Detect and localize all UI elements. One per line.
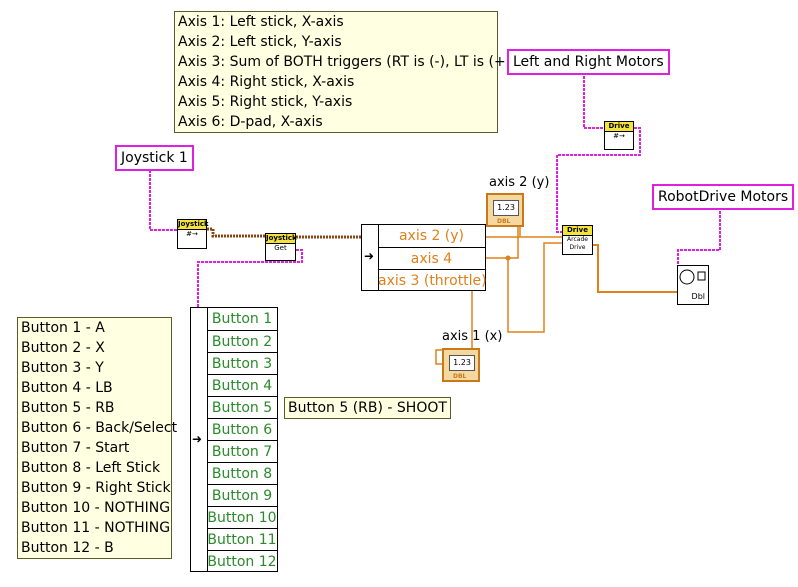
wire-joystick-to-get — [207, 227, 265, 238]
unbundle-item-axis2[interactable]: axis 2 (y) — [398, 228, 465, 244]
wire-robotdrive — [677, 207, 721, 265]
axis1-indicator-label: axis 1 (x) — [442, 329, 503, 344]
button-note-line: Button 1 - A — [21, 320, 105, 336]
unbundle-item-throttle[interactable]: axis 3 (throttle) — [378, 269, 487, 292]
button-item[interactable]: Button 9 — [207, 484, 277, 507]
axis1-indicator[interactable]: 1.23 DBL — [442, 348, 480, 382]
button-item[interactable]: Button 3 — [207, 352, 277, 375]
robotdrive-icon — [679, 269, 706, 285]
wire-arcade-out — [593, 244, 680, 293]
button-note-line: Button 9 - Right Stick — [21, 480, 171, 496]
wire-motors-ref — [583, 72, 604, 129]
buttons-unbundle[interactable]: ➜ Button 1 Button 2 Button 3 Button 4 Bu… — [190, 307, 278, 572]
vi-header: Joystick — [266, 234, 297, 244]
vi-header: Drive — [563, 226, 592, 236]
shoot-label: Button 5 (RB) - SHOOT — [284, 397, 451, 419]
vi-body: #→ — [613, 132, 625, 140]
button-item[interactable]: Button 5 — [207, 396, 277, 419]
button-note-line: Button 5 - RB — [21, 400, 115, 416]
unbundle-arrow-icon: ➜ — [364, 249, 375, 263]
joystick-label[interactable]: Joystick 1 — [115, 145, 194, 171]
button-item[interactable]: Button 11 — [207, 528, 277, 551]
button-item[interactable]: Button 10 — [207, 506, 277, 529]
button-item[interactable]: Button 6 — [207, 418, 277, 441]
button-note-line: Button 2 - X — [21, 340, 105, 356]
button-item[interactable]: Button 8 — [207, 462, 277, 485]
wire-axis4 — [486, 242, 562, 333]
robotdrive-label[interactable]: RobotDrive Motors — [652, 184, 795, 210]
axis2-indicator[interactable]: 1.23 DBL — [486, 193, 524, 227]
axis2-indicator-label: axis 2 (y) — [489, 175, 550, 190]
joystick-open-vi[interactable]: Joystick #→ — [177, 219, 209, 249]
unbundle-item-axis4[interactable]: axis 4 — [378, 247, 485, 270]
vi-body: Arcade Drive — [567, 236, 588, 251]
drive-ref-vi[interactable]: Drive #→ — [604, 121, 634, 150]
button-item[interactable]: Button 4 — [207, 374, 277, 397]
button-note-line: Button 11 - NOTHING — [21, 520, 171, 536]
button-note-line: Button 4 - LB — [21, 380, 113, 396]
vi-header: Drive — [605, 122, 633, 132]
robotdrive-control[interactable]: Dbl — [677, 265, 709, 305]
vi-body: Get — [274, 244, 287, 252]
wire-joystick-ref — [149, 166, 177, 231]
vi-header: Joystick — [178, 220, 209, 230]
axes-unbundle[interactable]: ➜ axis 2 (y) axis 4 axis 3 (throttle) — [361, 224, 487, 292]
button-note-line: Button 8 - Left Stick — [21, 460, 161, 476]
button-note: Button 1 - A Button 2 - X Button 3 - Y B… — [17, 317, 178, 559]
vi-body: Dbl — [691, 292, 705, 301]
motors-label[interactable]: Left and Right Motors — [507, 49, 670, 75]
axis-note: Axis 1: Left stick, X-axis Axis 2: Left … — [174, 11, 517, 133]
axis-note-line: Axis 6: D-pad, X-axis — [178, 114, 323, 130]
button-note-line: Button 7 - Start — [21, 440, 130, 456]
vi-body: #→ — [186, 230, 198, 238]
indicator-type: DBL — [497, 218, 511, 225]
button-item[interactable]: Button 2 — [207, 330, 277, 353]
button-item[interactable]: Button 12 — [207, 550, 277, 573]
button-note-line: Button 6 - Back/Select — [21, 420, 178, 436]
joystick-get-vi[interactable]: Joystick Get — [265, 233, 297, 261]
button-item[interactable]: Button 1 — [211, 311, 273, 327]
axis-note-line: Axis 5: Right stick, Y-axis — [178, 94, 353, 110]
button-note-line: Button 12 - B — [21, 540, 114, 556]
button-item[interactable]: Button 7 — [207, 440, 277, 463]
indicator-type: DBL — [453, 373, 467, 380]
wire-drive-ref — [556, 127, 641, 233]
button-note-line: Button 10 - NOTHING — [21, 500, 171, 516]
arcade-drive-vi[interactable]: Drive Arcade Drive — [562, 225, 593, 255]
unbundle-arrow-icon: ➜ — [192, 432, 203, 446]
axis-note-line: Axis 4: Right stick, X-axis — [178, 74, 355, 90]
button-note-line: Button 3 - Y — [21, 360, 104, 376]
indicator-display: 1.23 — [449, 355, 475, 371]
indicator-display: 1.23 — [493, 200, 519, 216]
axis-note-line: Axis 3: Sum of BOTH triggers (RT is (-),… — [178, 54, 517, 70]
axis-note-line: Axis 1: Left stick, X-axis — [178, 14, 344, 30]
wire-get-buttons — [197, 249, 303, 308]
axis-note-line: Axis 2: Left stick, Y-axis — [178, 34, 342, 50]
